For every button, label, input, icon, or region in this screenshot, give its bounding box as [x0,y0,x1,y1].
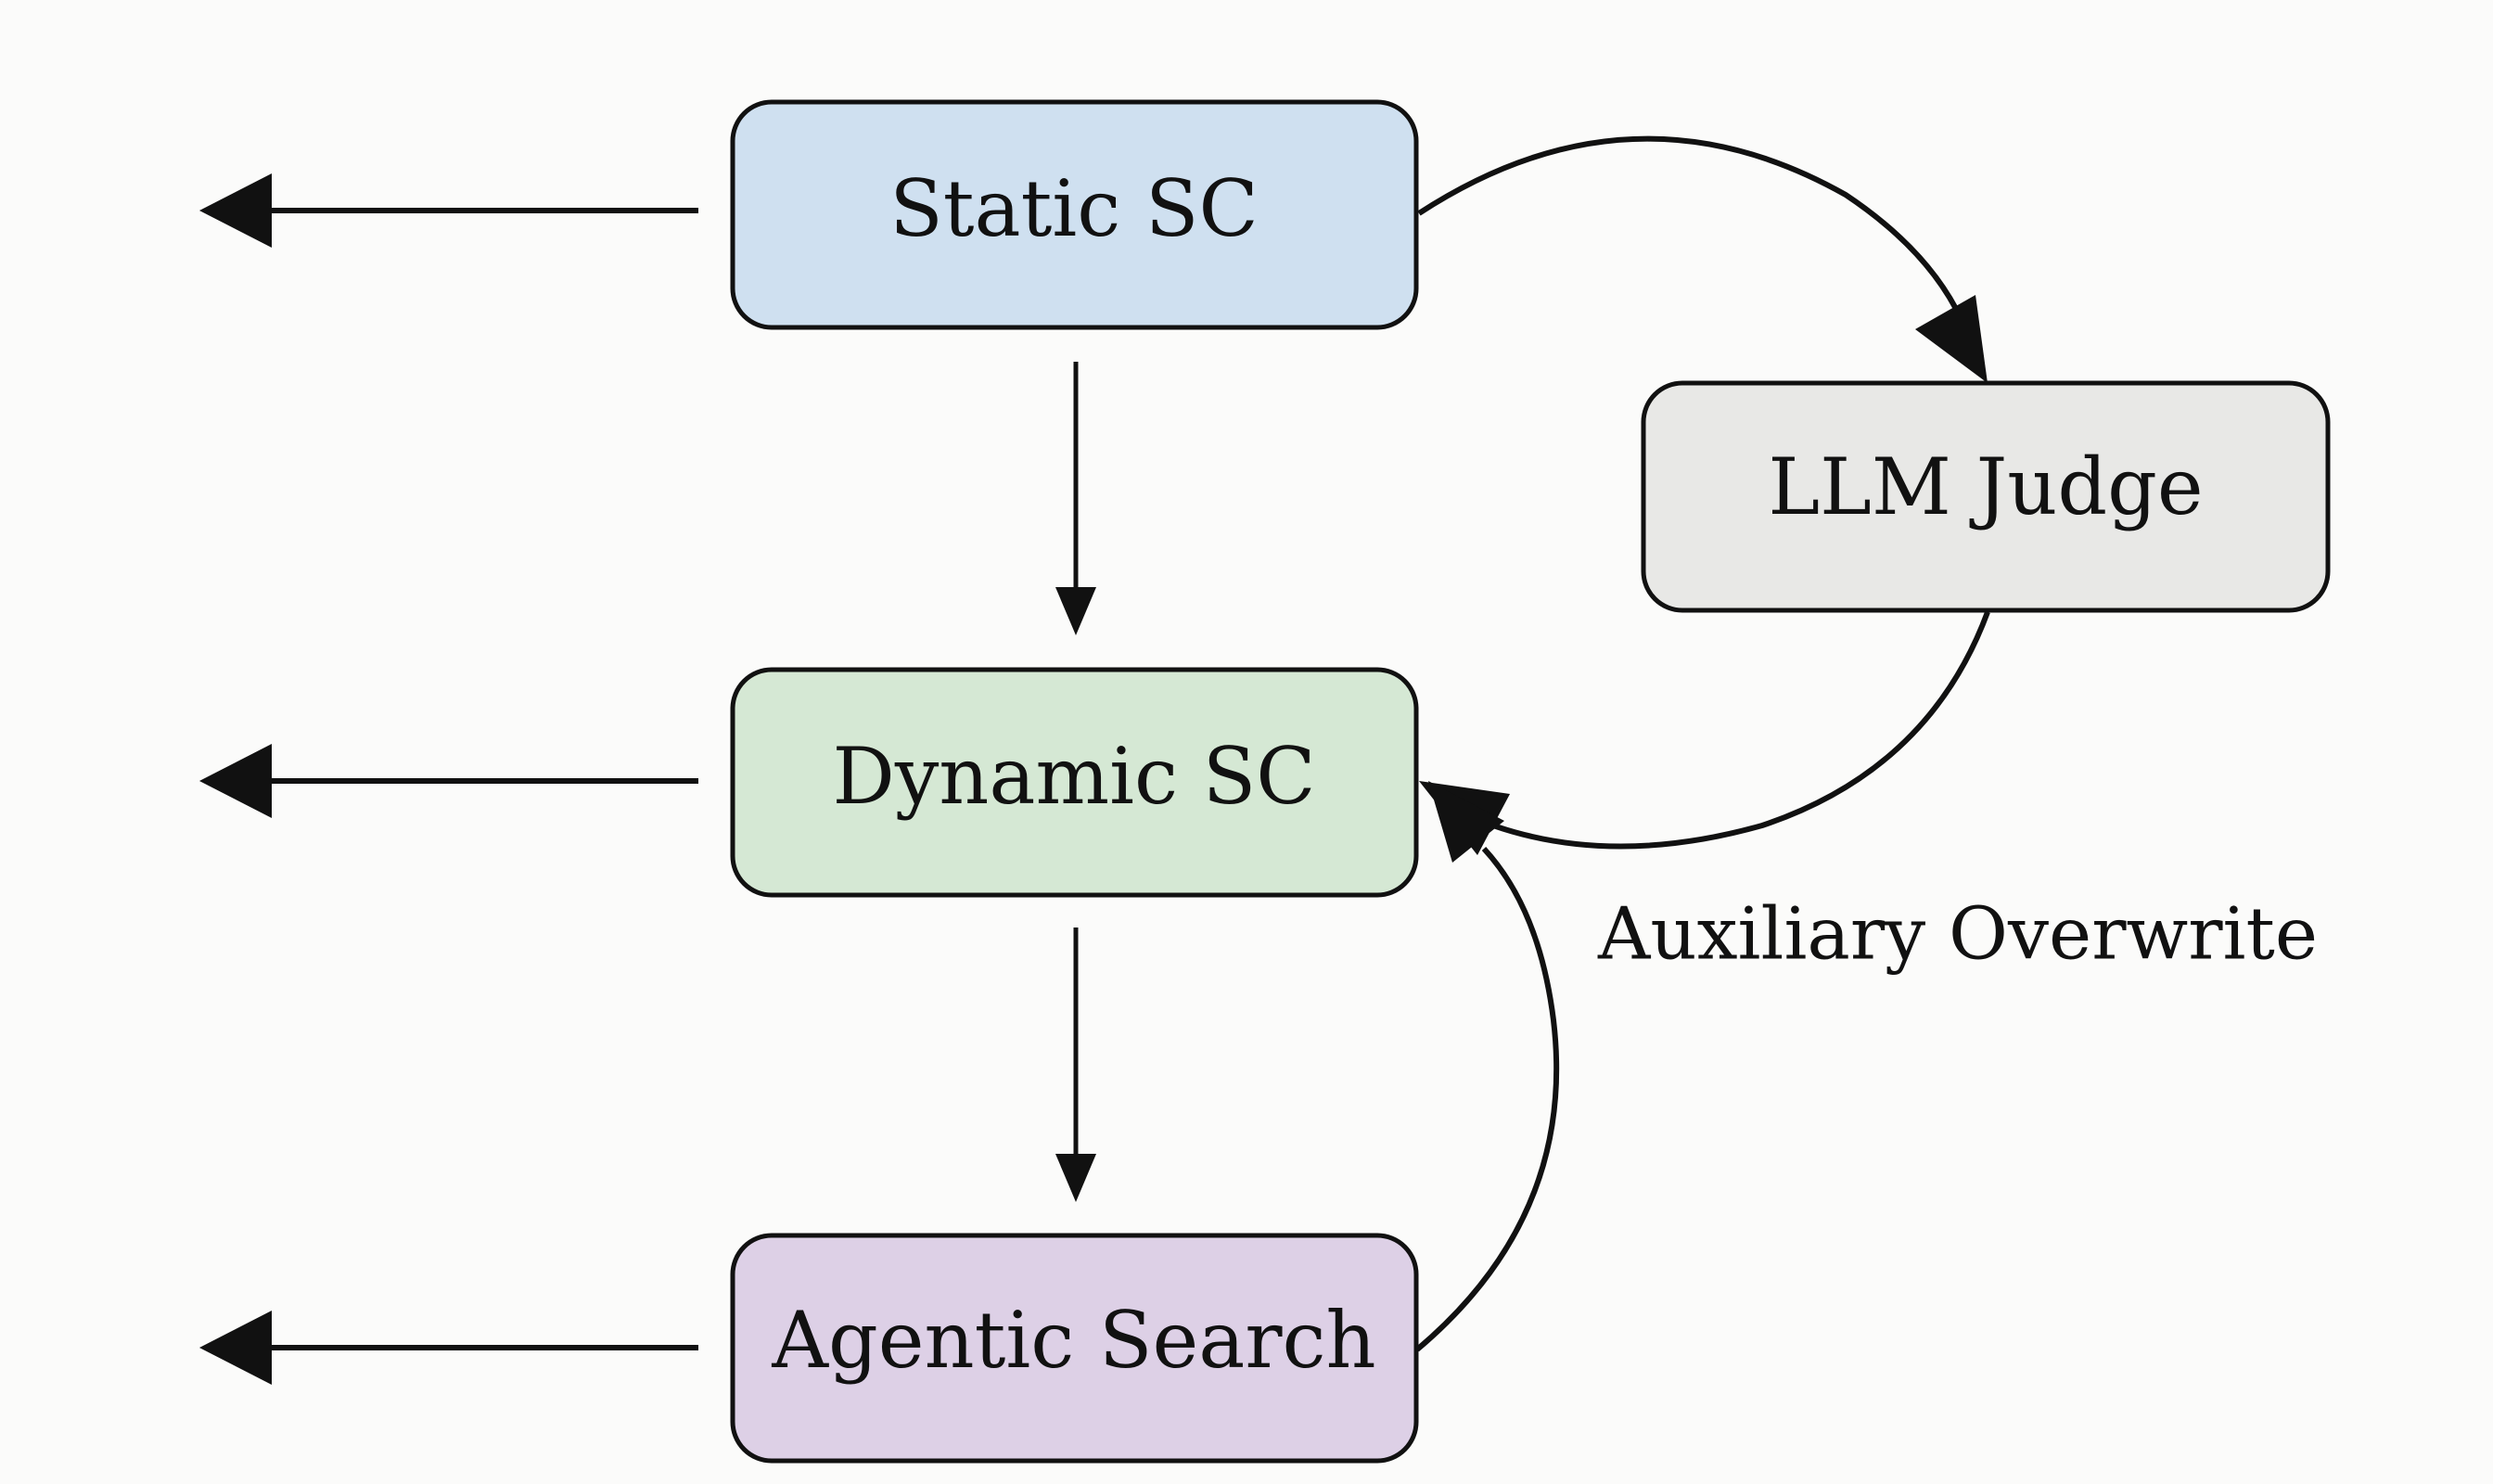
arrow-static-to-judge [1417,135,1988,383]
arrow-agentic-to-dynamic [1415,781,1560,1352]
arrow-judge-to-dynamic [1419,610,1990,855]
node-agentic-search-label: Agentic Search [771,1295,1375,1386]
node-static-sc: Static SC [730,99,1419,330]
arrow-static-to-dynamic [1055,362,1096,635]
exit-arrow-agentic [199,1311,698,1385]
node-dynamic-sc-label: Dynamic SC [832,731,1315,822]
node-llm-judge: LLM Judge [1641,380,2331,613]
edge-label-auxiliary-overwrite: Auxiliary Overwrite [1597,893,2318,977]
node-dynamic-sc: Dynamic SC [730,667,1419,898]
node-llm-judge-label: LLM Judge [1768,441,2203,532]
exit-arrow-dynamic [199,744,698,818]
exit-arrow-static [199,173,698,248]
arrow-dynamic-to-agentic [1055,928,1096,1202]
node-static-sc-label: Static SC [889,163,1259,254]
node-agentic-search: Agentic Search [730,1233,1419,1464]
